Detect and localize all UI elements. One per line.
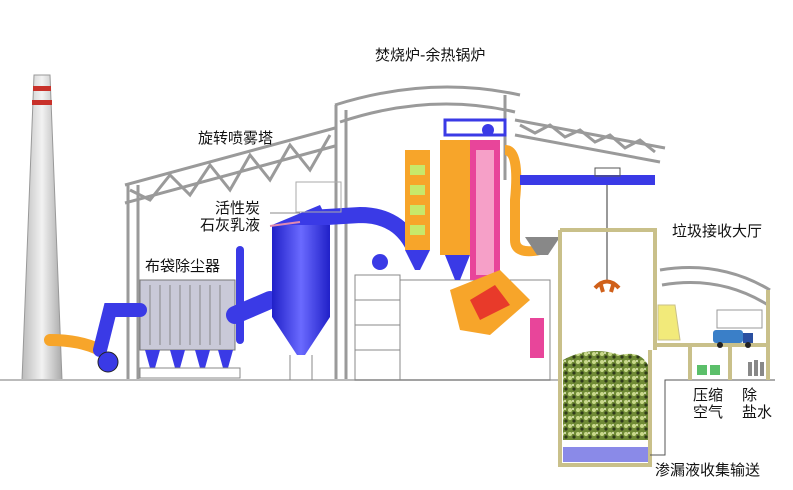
label-compressed-air-line1: 压缩 [693,386,724,404]
label-activated-carbon: 活性炭 [215,199,261,217]
lime-slurry-line [269,221,301,227]
leachate-pool [563,447,648,462]
label-spray-tower: 旋转喷雾塔 [198,129,274,147]
label-lime-slurry: 石灰乳液 [200,216,261,234]
chimney-red-band [33,86,51,91]
label-leachate: 渗漏液收集输送 [655,461,761,479]
induced-draft-fan [97,351,119,373]
incinerator-boiler [405,118,544,358]
bag-filter [139,279,241,379]
waste-bunker [558,228,775,467]
garbage-truck-icon [713,330,753,348]
label-demin-water-line1: 除 [742,386,758,404]
label-demin-water-line2: 盐水 [742,403,773,421]
fan [372,254,388,270]
reception-hall [653,290,770,380]
label-bag-filter: 布袋除尘器 [145,257,221,275]
grab-bucket-icon [593,279,621,293]
label-reception-hall: 垃圾接收大厅 [672,222,763,240]
chimney-red-band [32,100,52,105]
label-compressed-air-line2: 空气 [693,403,724,421]
roof-trusses [124,85,771,380]
spray-tower [272,181,342,380]
garbage-pile [563,351,648,440]
crane [520,167,655,293]
feed-hopper [525,237,560,255]
label-incinerator-boiler: 焚烧炉-余热锅炉 [375,46,486,64]
leachate-pipe [650,379,775,456]
